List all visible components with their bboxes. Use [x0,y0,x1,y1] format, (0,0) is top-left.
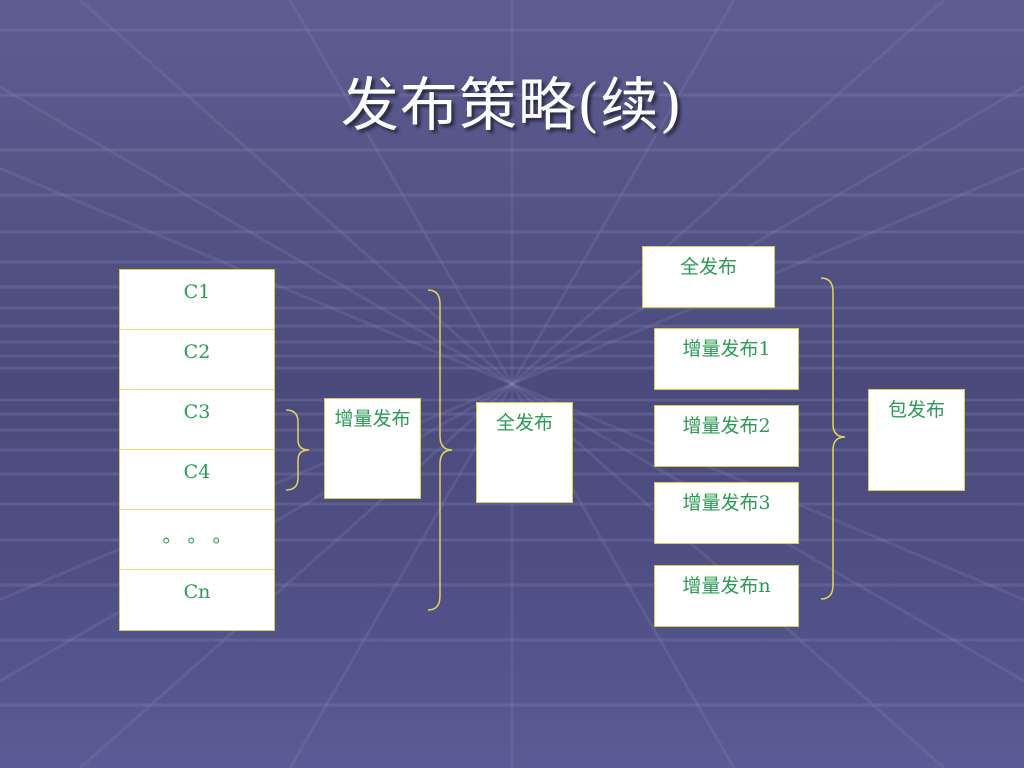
component-c4: C4 [120,450,274,510]
component-c1: C1 [120,270,274,330]
incremental-release-box: 增量发布 [324,398,421,499]
brace-all-components [427,289,453,611]
package-release-box: 包发布 [868,389,965,491]
component-c3: C3 [120,390,274,450]
right-full-release-box: 全发布 [642,246,775,308]
component-cn: Cn [183,581,211,603]
brace-c3-c4 [285,409,310,491]
slide-title: 发布策略(续) [340,71,684,139]
component-stack: C1 C2 C3 C4 。 。 。 Cn [119,269,275,631]
increment-2-box: 增量发布2 [654,405,799,467]
increment-n-box: 增量发布n [654,565,799,627]
component-c2: C2 [120,330,274,390]
left-full-release-box: 全发布 [476,402,573,503]
brace-package [820,277,846,600]
increment-1-box: 增量发布1 [654,328,799,390]
increment-3-box: 增量发布3 [654,482,799,544]
component-ellipsis: 。 。 。 [120,510,274,570]
